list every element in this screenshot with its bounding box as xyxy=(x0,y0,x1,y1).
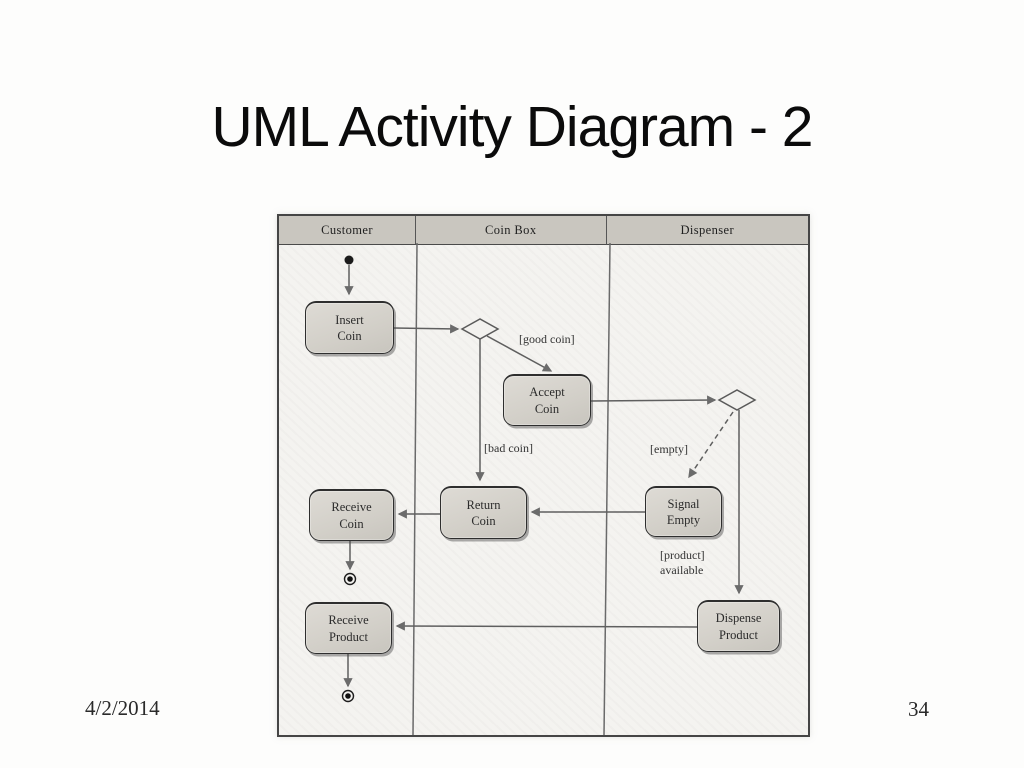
edge-dispense-to-receive-product xyxy=(395,621,698,631)
decision-product-check xyxy=(717,389,757,411)
diagram-connectors xyxy=(341,242,757,735)
decision-coin-check xyxy=(460,318,500,340)
edge-good-coin-to-accept xyxy=(486,335,553,372)
activity-dispense-product: Dispense Product xyxy=(697,600,780,652)
lane-header-dispenser: Dispenser xyxy=(606,216,808,245)
edge-insert-coin-to-decision xyxy=(393,324,460,334)
final-node-coin-outer xyxy=(343,572,357,586)
activity-insert-coin: Insert Coin xyxy=(305,301,394,354)
activity-return-coin: Return Coin xyxy=(440,486,527,539)
footer-date: 4/2/2014 xyxy=(85,696,160,720)
edge-empty-to-signal-empty xyxy=(688,411,734,479)
guard-empty: [empty] xyxy=(650,442,688,456)
lane-divider-2 xyxy=(603,242,611,735)
edge-accept-coin-to-decision xyxy=(590,395,717,405)
guard-bad-coin: [bad coin] xyxy=(484,441,533,455)
activity-receive-coin: Receive Coin xyxy=(309,489,394,541)
lane-header-coin-box: Coin Box xyxy=(415,216,607,245)
guard-product-available: [product] available xyxy=(660,548,705,577)
lane-header-customer: Customer xyxy=(279,216,416,245)
uml-activity-diagram: Customer Coin Box Dispenser xyxy=(277,214,810,737)
guard-good-coin: [good coin] xyxy=(519,332,575,346)
swimlane-header-row: Customer Coin Box Dispenser xyxy=(279,216,808,245)
final-node-product-outer xyxy=(341,689,355,703)
final-node-product-inner xyxy=(345,693,351,699)
activity-signal-empty: Signal Empty xyxy=(645,486,722,537)
final-node-coin-inner xyxy=(347,576,353,582)
page-number: 34 xyxy=(908,697,929,721)
page-title: UML Activity Diagram - 2 xyxy=(211,95,813,159)
activity-accept-coin: Accept Coin xyxy=(503,374,591,426)
initial-node xyxy=(344,255,354,265)
lane-divider-1 xyxy=(412,242,418,735)
activity-receive-product: Receive Product xyxy=(305,602,392,654)
